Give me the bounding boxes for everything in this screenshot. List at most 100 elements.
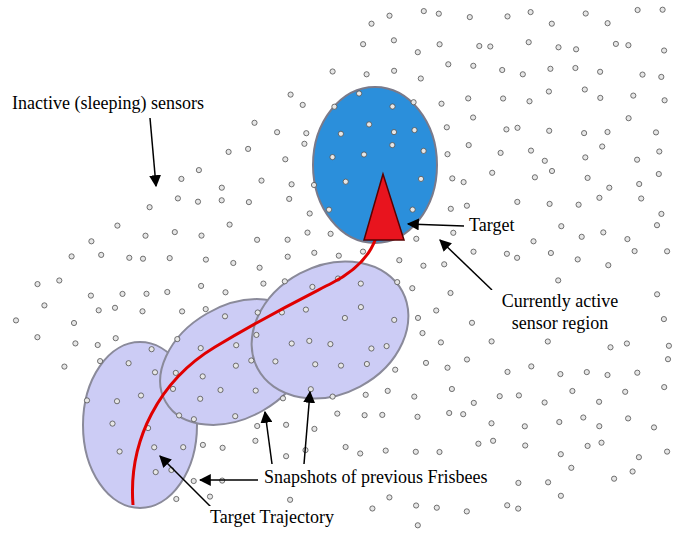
sensor-dot: [328, 231, 333, 236]
sensor-dot: [144, 291, 149, 296]
sensor-dot: [529, 364, 534, 369]
sensor-dot: [390, 104, 395, 109]
sensor-dot: [515, 255, 520, 260]
sensor-dot: [600, 144, 605, 149]
sensor-dot: [520, 72, 525, 77]
sensor-dot: [653, 130, 658, 135]
sensor-dot: [599, 440, 604, 445]
leader-arrow: [200, 479, 258, 481]
sensor-dot: [288, 92, 293, 97]
sensor-dot: [89, 239, 94, 244]
sensor-dot: [505, 14, 510, 19]
sensor-dot: [497, 394, 502, 399]
sensor-dot: [488, 44, 493, 49]
sensor-dot: [165, 289, 170, 294]
sensor-dot: [418, 76, 423, 81]
sensor-dot: [257, 265, 262, 270]
sensor-dot: [505, 369, 510, 374]
sensor-dot: [147, 205, 152, 210]
sensor-dot: [665, 357, 670, 362]
sensor-dot: [390, 143, 395, 148]
sensor-dot: [304, 131, 309, 136]
sensor-dot: [200, 374, 205, 379]
sensor-dot: [254, 332, 259, 337]
sensor-dot: [300, 102, 305, 107]
leader-arrow: [150, 118, 156, 186]
sensor-dot: [411, 100, 416, 105]
sensor-dot: [362, 413, 367, 418]
sensor-dot: [343, 179, 348, 184]
sensor-dot: [200, 442, 205, 447]
sensor-dot: [607, 185, 612, 190]
sensor-dot: [606, 263, 611, 268]
sensor-dot: [505, 503, 510, 508]
sensor-dot: [387, 13, 392, 18]
sensor-dot: [336, 253, 341, 258]
sensor-dot: [227, 222, 232, 227]
sensor-dot: [418, 176, 423, 181]
sensor-dot: [415, 50, 420, 55]
sensor-dot: [332, 104, 337, 109]
sensor-dot: [253, 388, 258, 393]
sensor-dot: [233, 414, 238, 419]
sensor-dot: [662, 98, 667, 103]
sensor-dot: [152, 445, 157, 450]
target-trajectory: [132, 195, 383, 505]
sensor-dot: [528, 148, 533, 153]
sensor-dot: [198, 346, 203, 351]
sensor-dot: [207, 494, 212, 499]
annotation-label: Currently active sensor region: [478, 290, 642, 334]
sensor-dot: [636, 455, 641, 460]
sensor-dot: [384, 344, 389, 349]
sensor-dot: [313, 362, 318, 367]
sensor-dot: [438, 340, 443, 345]
sensor-dot: [305, 230, 310, 235]
sensor-dot: [464, 357, 469, 362]
sensor-dot: [630, 469, 635, 474]
sensor-dot: [612, 476, 617, 481]
sensor-dot: [583, 155, 588, 160]
sensor-dot: [659, 211, 664, 216]
sensor-dot: [395, 280, 400, 285]
sensor-dot: [515, 199, 520, 204]
sensor-dot: [549, 21, 554, 26]
sensor-dot: [181, 445, 186, 450]
sensor-dot: [361, 42, 366, 47]
sensor-dot: [149, 347, 154, 352]
sensor-dot: [308, 387, 313, 392]
sensor-dot: [469, 320, 474, 325]
sensor-dot: [662, 48, 667, 53]
sensor-dot: [556, 45, 561, 50]
annotation-label: Snapshots of previous Frisbees: [262, 466, 490, 488]
sensor-dot: [117, 449, 122, 454]
sensor-dot: [364, 361, 369, 366]
sensor-dot: [361, 152, 366, 157]
sensor-dot: [654, 223, 659, 228]
sensor-dot: [451, 230, 456, 235]
sensor-dot: [516, 480, 521, 485]
sensor-dot: [191, 417, 196, 422]
sensor-dot: [199, 283, 204, 288]
sensor-dot: [259, 178, 264, 183]
sensor-dot: [420, 331, 425, 336]
sensor-dot: [222, 314, 227, 319]
sensor-dot: [626, 116, 631, 121]
sensor-dot: [635, 7, 640, 12]
sensor-dot: [437, 42, 442, 47]
sensor-dot: [471, 400, 476, 405]
sensor-dot: [471, 249, 476, 254]
sensor-dot: [445, 365, 450, 370]
leader-arrow: [304, 392, 310, 464]
sensor-dot: [112, 305, 117, 310]
sensor-dot: [410, 207, 415, 212]
sensor-dot: [127, 255, 132, 260]
sensor-dot: [387, 495, 392, 500]
sensor-dot: [88, 293, 93, 298]
sensor-dot: [140, 309, 145, 314]
sensor-dot: [528, 10, 533, 15]
sensor-dot: [177, 413, 182, 418]
sensor-dot: [434, 505, 439, 510]
sensor-dot: [655, 292, 660, 297]
sensor-dot: [412, 394, 417, 399]
sensor-dot: [651, 425, 656, 430]
